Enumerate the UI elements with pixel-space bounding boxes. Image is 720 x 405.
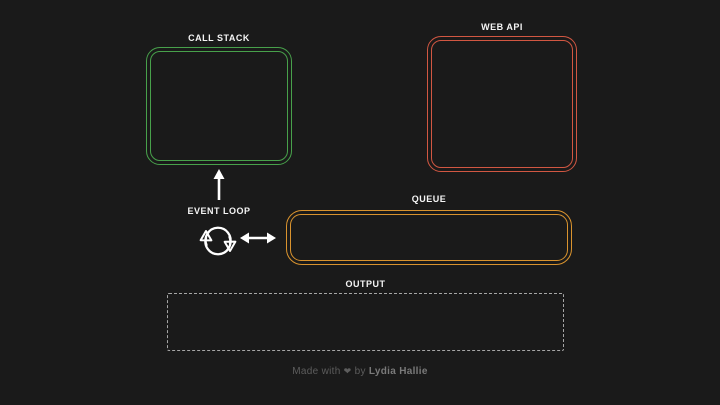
sync-icon [196,219,240,268]
output-label: OUTPUT [345,279,386,289]
footer-by: by [354,366,366,377]
call-stack-box-inner [150,51,288,161]
queue-box [286,210,572,265]
call-stack-box [146,47,292,165]
web-api-box [427,36,577,172]
footer-made-with: Made with [292,366,341,377]
footer-author: Lydia Hallie [368,366,428,377]
arrow-left-right-icon [240,231,276,250]
call-stack-label: CALL STACK [188,33,250,43]
queue-box-inner [290,214,568,261]
footer-credit: Made with ❤ by Lydia Hallie [0,366,720,377]
event-loop-label: EVENT LOOP [187,206,251,216]
web-api-label: WEB API [481,22,523,32]
output-box [167,293,564,351]
arrow-up-icon [212,169,226,206]
heart-icon: ❤ [343,366,352,376]
web-api-box-inner [431,40,573,168]
queue-label: QUEUE [411,194,447,204]
